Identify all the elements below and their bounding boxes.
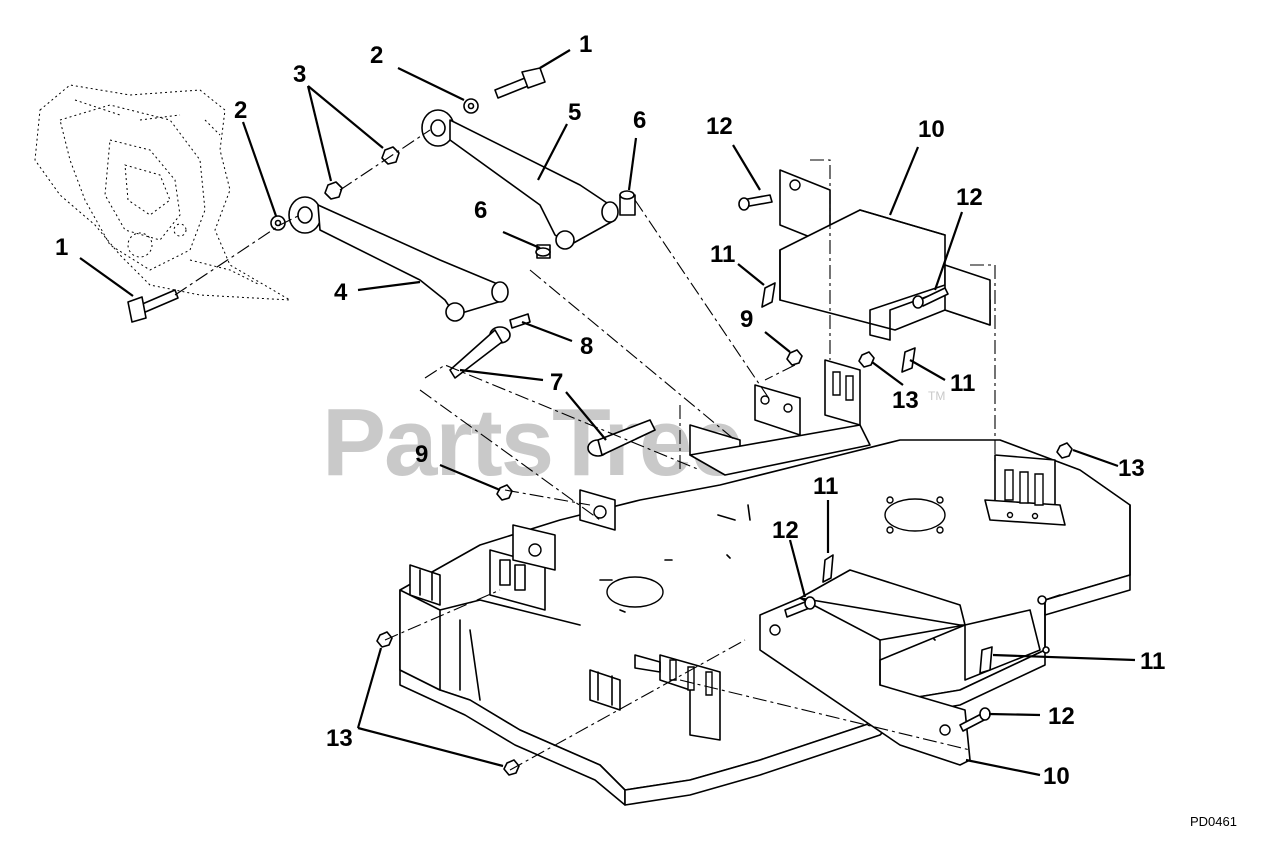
callout-11-lower-right: 11 bbox=[1140, 648, 1165, 675]
callouts: 1 1 2 2 3 4 5 6 6 7 8 9 9 10 10 11 11 11… bbox=[55, 31, 1165, 790]
callout-13-lower-left: 13 bbox=[326, 725, 353, 752]
drawing-code: PD0461 bbox=[1190, 814, 1237, 829]
callout-8: 8 bbox=[580, 333, 593, 360]
pins bbox=[449, 313, 656, 457]
watermark-trademark: TM bbox=[928, 389, 945, 403]
callout-12-lower-right: 12 bbox=[1048, 703, 1075, 730]
callout-1-upper: 1 bbox=[579, 31, 592, 58]
upper-guard bbox=[779, 169, 991, 341]
callout-11-upper-left: 11 bbox=[710, 241, 735, 268]
callout-12-upper-left: 12 bbox=[706, 113, 733, 140]
callout-12-upper-right: 12 bbox=[956, 184, 983, 211]
assembly-lines bbox=[174, 129, 996, 771]
lift-arm-upper bbox=[421, 109, 619, 250]
callout-12-middle: 12 bbox=[772, 517, 799, 544]
callout-7: 7 bbox=[550, 369, 563, 396]
callout-3: 3 bbox=[293, 61, 306, 88]
lift-arm-lower bbox=[288, 196, 509, 322]
callout-9-upper: 9 bbox=[740, 306, 753, 333]
callout-11-upper-right: 11 bbox=[950, 370, 975, 397]
callout-11-middle: 11 bbox=[813, 473, 838, 500]
callout-4: 4 bbox=[334, 279, 348, 306]
callout-6-lower: 6 bbox=[474, 197, 487, 224]
callout-13-upper: 13 bbox=[892, 387, 919, 414]
tractor-frame-outline bbox=[34, 84, 291, 301]
callout-10-lower: 10 bbox=[1043, 763, 1070, 790]
callout-6-upper: 6 bbox=[633, 107, 646, 134]
callout-5: 5 bbox=[568, 99, 581, 126]
callout-10-upper: 10 bbox=[918, 116, 945, 143]
lower-deflector bbox=[759, 569, 1041, 766]
callout-13-right: 13 bbox=[1118, 455, 1145, 482]
bushings bbox=[535, 190, 636, 259]
callout-2-left: 2 bbox=[234, 97, 247, 124]
deck-front-brackets bbox=[409, 489, 721, 741]
callout-9-lower: 9 bbox=[415, 441, 428, 468]
deck-rear-bracket bbox=[984, 454, 1066, 526]
watermark-text: PartsTree bbox=[322, 389, 742, 496]
callout-1-left: 1 bbox=[55, 234, 68, 261]
callout-2-upper: 2 bbox=[370, 42, 383, 69]
watermark: PartsTree TM bbox=[322, 389, 945, 496]
hanger-brackets bbox=[689, 359, 871, 476]
leader-lines bbox=[79, 49, 1136, 777]
